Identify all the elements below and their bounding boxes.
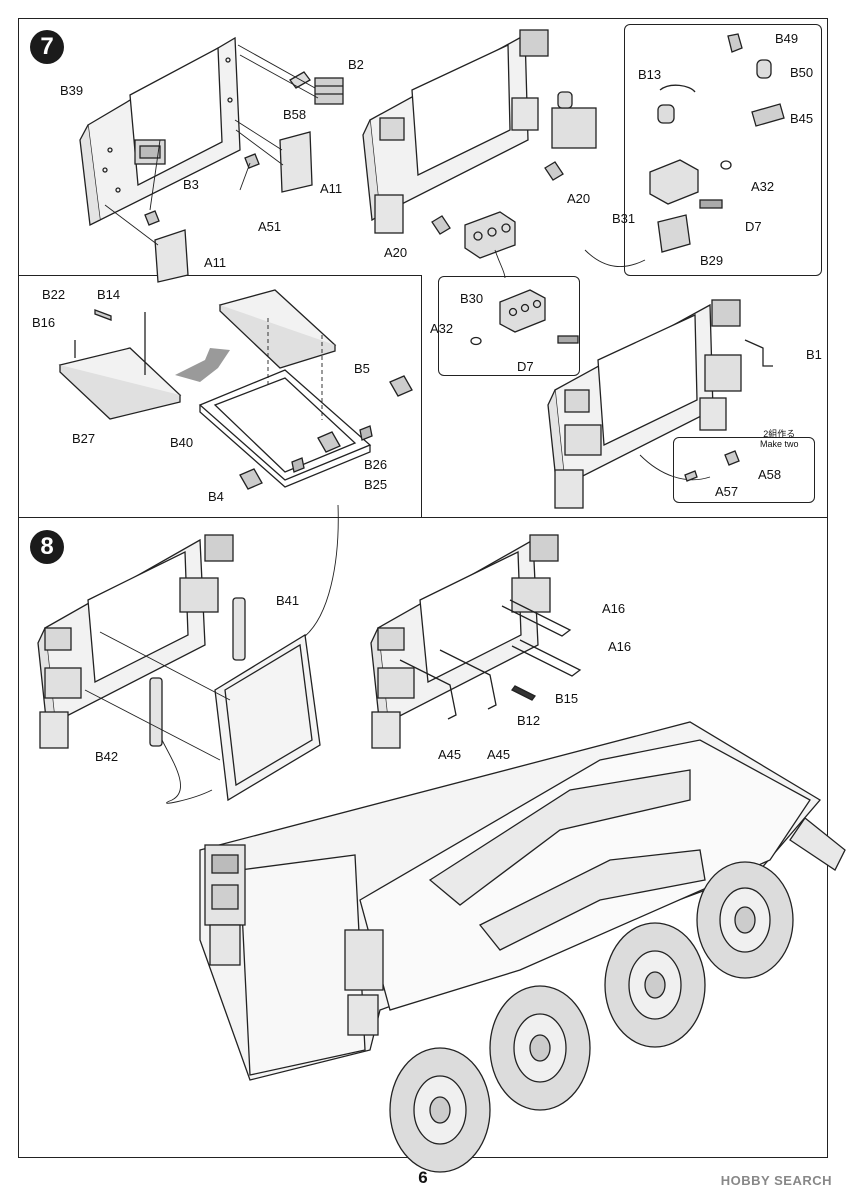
b13-b31-assembly: [649, 84, 732, 253]
label-b5: B5: [354, 361, 370, 376]
grab-rails: [399, 599, 582, 720]
label-b1: B1: [806, 347, 822, 362]
step-8-number: 8: [40, 533, 54, 560]
label-b3: B3: [183, 177, 199, 192]
label-b39: B39: [60, 83, 84, 98]
part-b30-subpanel: [438, 276, 580, 376]
label-d7-right: D7: [745, 219, 762, 234]
label-b15: B15: [555, 691, 579, 706]
label-b14: B14: [97, 287, 121, 302]
label-b42: B42: [95, 749, 119, 764]
label-a16-upper: A16: [602, 601, 626, 616]
step-connector: [299, 504, 339, 641]
assembly-arrow: [175, 348, 230, 382]
vehicle-body: [199, 721, 846, 1081]
make-two-en: Make two: [760, 439, 799, 449]
hobby-search-watermark: HOBBY SEARCH: [720, 1173, 832, 1188]
upper-door-plate: [218, 289, 337, 420]
label-b4: B4: [208, 489, 224, 504]
step8-panel-right: [370, 534, 559, 749]
label-b13: B13: [638, 67, 662, 82]
hinge-parts: [239, 375, 413, 490]
step8-door: [214, 633, 321, 802]
a20-upper: [544, 161, 564, 181]
part-b31-subpanel: [624, 24, 822, 276]
a11-mudflap-lower: [154, 229, 189, 283]
step8-left-guides: [84, 631, 231, 804]
label-b29: B29: [700, 253, 724, 268]
label-a20-upper: A20: [567, 191, 591, 206]
b30-box-middle: [464, 211, 516, 259]
b49-b50-b45-assembly: [727, 33, 785, 127]
step-7-frame: [18, 18, 828, 518]
label-a45-right: A45: [487, 747, 511, 762]
label-b31: B31: [612, 211, 636, 226]
callout-leader-b31: [584, 249, 646, 267]
step-8-marker: 8: [30, 530, 64, 564]
step8-panel-left: [37, 534, 234, 749]
a51-hinge-b: [144, 210, 160, 226]
label-b22: B22: [42, 287, 66, 302]
a11-mudflap-upper: [279, 131, 313, 193]
label-a32-callout: A32: [430, 321, 454, 336]
label-b41: B41: [276, 593, 300, 608]
cargo-door-subpanel: [18, 275, 422, 518]
make-two-note: 2組作る Make two: [760, 429, 799, 449]
vehicle-wheels: [389, 861, 794, 1173]
label-b26: B26: [364, 457, 388, 472]
label-a58: A58: [758, 467, 782, 482]
rear-panel-left: [79, 36, 241, 226]
label-a11-lower: A11: [204, 255, 227, 270]
label-b45: B45: [790, 111, 814, 126]
a57-part: [684, 470, 698, 482]
a58-part: [724, 450, 740, 466]
label-a11-upper: A11: [320, 181, 343, 196]
label-b50: B50: [790, 65, 814, 80]
label-b12: B12: [517, 713, 541, 728]
label-b30: B30: [460, 291, 484, 306]
page-number: 6: [418, 1168, 428, 1187]
step7-left-guides: [104, 44, 319, 246]
label-a57: A57: [715, 484, 739, 499]
step-7-number: 7: [40, 33, 54, 60]
b40-frame: [198, 369, 372, 488]
b30-callout: [470, 289, 579, 346]
a20-lower: [431, 215, 451, 235]
callout-leader-b30: [494, 249, 506, 279]
label-b49: B49: [775, 31, 799, 46]
label-b25: B25: [364, 477, 388, 492]
label-a20-lower: A20: [384, 245, 408, 260]
label-d7-callout: D7: [517, 359, 534, 374]
label-a32-right: A32: [751, 179, 775, 194]
label-a16-lower: A16: [608, 639, 632, 654]
step-7-marker: 7: [30, 30, 64, 64]
label-b2: B2: [348, 57, 364, 72]
label-b40: B40: [170, 435, 194, 450]
b42-strut: [149, 677, 163, 747]
rear-panel-middle: [362, 29, 597, 234]
make-two-subpanel: [673, 437, 815, 503]
label-b16: B16: [32, 315, 56, 330]
b27-plate: [58, 309, 182, 420]
b2-block: [314, 77, 344, 105]
make-two-leader: [639, 454, 711, 481]
label-a45-left: A45: [438, 747, 462, 762]
make-two-jp: 2組作る: [763, 429, 796, 439]
rear-panel-completed: [547, 299, 773, 509]
a51-hinge-a: [244, 153, 260, 169]
label-b27: B27: [72, 431, 96, 446]
label-b58: B58: [283, 107, 307, 122]
label-a51: A51: [258, 219, 282, 234]
b41-strut: [232, 597, 246, 661]
